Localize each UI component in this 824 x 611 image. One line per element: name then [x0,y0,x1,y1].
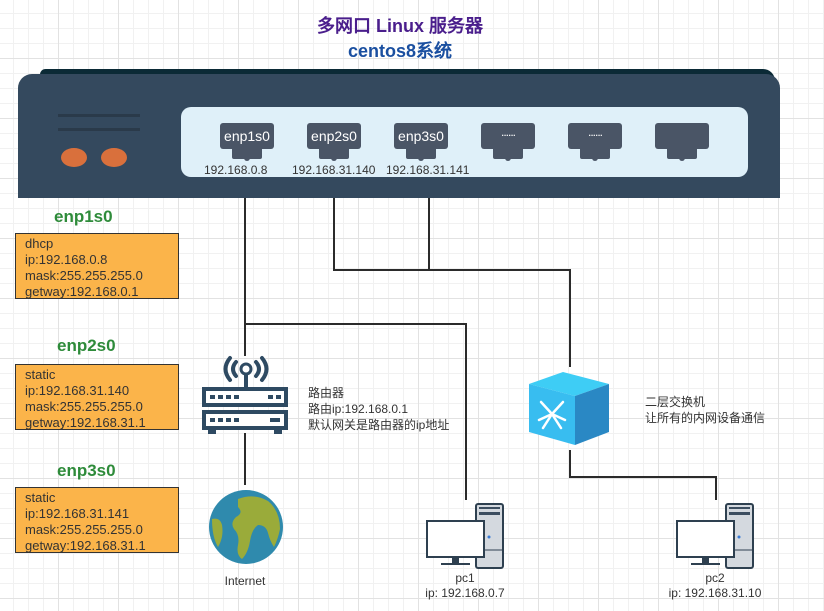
router-note-line: 路由器 [308,386,345,400]
pc2-computer-icon[interactable] [676,503,756,571]
wire-to-switch-h [333,269,571,271]
port-5[interactable]: ...... [568,123,624,163]
server-led-icon [61,148,87,167]
port-enp1s0[interactable]: enp1s0 [220,123,276,163]
pc2-ip: ip: 192.168.31.10 [668,586,762,600]
wire-switch-pc2-v1 [569,450,571,478]
diagram-subtitle: centos8系统 [347,41,453,61]
config-line: getway:192.168.31.1 [25,538,146,553]
port-6[interactable] [655,123,711,163]
config-title-enp2s0: enp2s0 [57,336,116,355]
internet-label: Internet [224,574,266,588]
config-box-enp3s0: static ip:192.168.31.141 mask:255.255.25… [15,487,179,553]
port-enp3s0[interactable]: enp3s0 [394,123,450,163]
wire-enp1s0-router [244,198,246,356]
switch-note-line: 让所有的内网设备通信 [645,411,766,425]
wire-router-pc1-v [465,323,467,500]
config-box-enp2s0: static ip:192.168.31.140 mask:255.255.25… [15,364,179,430]
globe-icon[interactable] [208,489,284,565]
switch-note: 二层交换机 让所有的内网设备通信 [645,394,765,426]
port-ip-enp2s0: 192.168.31.140 [292,163,376,177]
port-4[interactable]: ...... [481,123,537,163]
port-ip-enp1s0: 192.168.0.8 [204,163,268,177]
port-label: ...... [587,125,603,139]
pc2-name: pc2 [705,571,725,585]
config-line: mask:255.255.255.0 [25,268,143,283]
port-label: enp1s0 [224,128,270,144]
config-line: static [25,490,56,505]
config-line: getway:192.168.0.1 [25,284,139,299]
pc1-name: pc1 [455,571,475,585]
config-line: getway:192.168.31.1 [25,415,146,430]
pc1-label: pc1 ip: 192.168.0.7 [410,571,520,601]
switch-note-line: 二层交换机 [645,395,706,409]
config-line: mask:255.255.255.0 [25,522,143,537]
port-label: ...... [500,125,516,139]
diagram-title: 多网口 Linux 服务器 [317,16,483,36]
port-enp2s0[interactable]: enp2s0 [307,123,363,163]
pc1-ip: ip: 192.168.0.7 [425,586,505,600]
config-line: static [25,367,56,382]
wire-to-switch-v [569,269,571,367]
pc2-label: pc2 ip: 192.168.31.10 [655,571,775,601]
config-title-enp1s0: enp1s0 [54,207,113,226]
config-line: mask:255.255.255.0 [25,399,143,414]
pc1-computer-icon[interactable] [426,503,506,571]
port-label: enp3s0 [398,128,444,144]
port-panel [181,107,748,177]
switch-icon[interactable] [527,370,611,446]
port-ip-enp3s0: 192.168.31.141 [386,163,470,177]
wire-router-pc1-h [244,323,467,325]
wire-switch-pc2-v2 [715,476,717,500]
config-line: ip:192.168.31.140 [25,383,130,398]
wire-switch-pc2-h [569,476,717,478]
config-line: dhcp [25,236,54,251]
router-note-line: 路由ip:192.168.0.1 [308,402,409,416]
wire-enp3s0 [428,198,430,271]
router-note: 路由器 路由ip:192.168.0.1 默认网关是路由器的ip地址 [308,385,449,433]
router-icon[interactable] [200,355,292,435]
config-title-enp3s0: enp3s0 [57,461,116,480]
wire-enp2s0 [333,198,335,271]
config-box-enp1s0: dhcp ip:192.168.0.8 mask:255.255.255.0 g… [15,233,179,299]
config-line: ip:192.168.0.8 [25,252,108,267]
wire-router-internet [244,433,246,485]
config-line: ip:192.168.31.141 [25,506,130,521]
router-note-line: 默认网关是路由器的ip地址 [308,418,450,432]
port-label: enp2s0 [311,128,357,144]
server-led-icon [101,148,127,167]
server-vent-line [58,128,140,131]
server-vent-line [58,114,140,117]
